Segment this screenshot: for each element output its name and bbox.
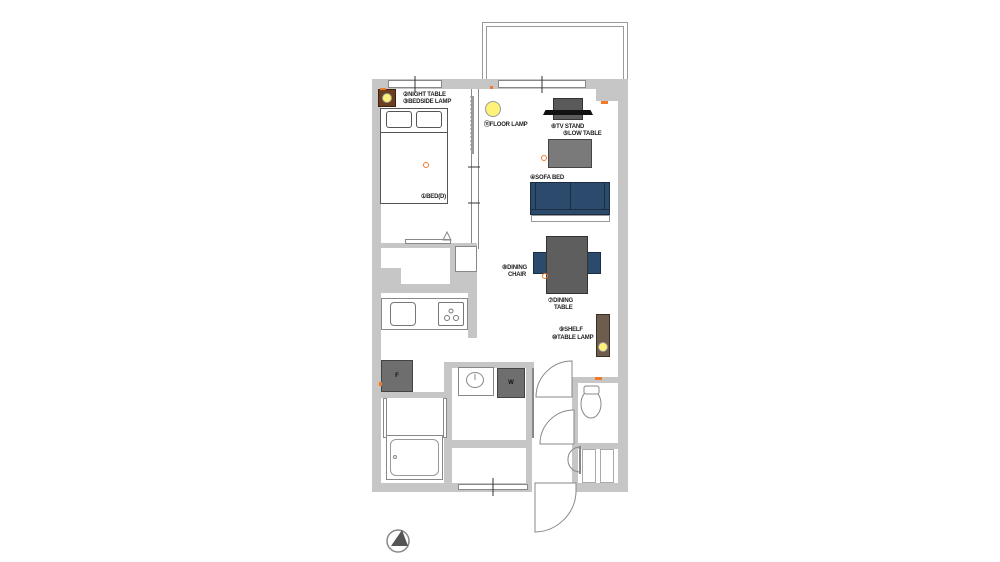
balcony-inner (486, 26, 624, 80)
wall-right (618, 79, 628, 492)
balcony (482, 22, 628, 80)
wash-basin (466, 372, 484, 388)
pillow-right (416, 111, 442, 128)
fridge: F (381, 360, 413, 392)
closet-door (405, 239, 451, 244)
bedside-lamp (382, 93, 392, 103)
label-bedside-lamp: ③BEDSIDE LAMP (403, 99, 452, 105)
tv (543, 110, 593, 115)
north-arrow-icon (387, 530, 409, 552)
wall-wash-bottom (452, 440, 532, 448)
outlet-fridge (379, 382, 382, 386)
outlet-bedroom (380, 88, 386, 90)
label-floor-lamp: ⑪FLOOR LAMP (484, 122, 528, 128)
fridge-label: F (395, 373, 399, 379)
wall-kitchen-top (372, 284, 477, 293)
bed-outlet-marker (423, 162, 429, 168)
label-night-table: ②NIGHT TABLE (403, 92, 446, 98)
floor-lamp (485, 101, 501, 117)
outlet-living (490, 86, 493, 89)
low-table-outlet-marker (541, 155, 547, 161)
bath-door (443, 398, 447, 438)
kitchen-right-wall (468, 293, 477, 338)
sofa-cushion-divider (570, 182, 571, 209)
wall-toilet-left (572, 377, 578, 492)
wall-bottom-left (372, 483, 532, 492)
wall-closet-top (372, 243, 477, 248)
bath-entry (383, 398, 387, 438)
kitchen-counter (381, 298, 468, 330)
label-table-lamp: ⑩TABLE LAMP (552, 335, 594, 341)
washer: W (497, 368, 525, 398)
wall-partition (471, 89, 479, 249)
dining-outlet-marker (542, 273, 548, 279)
cabinet-box (455, 246, 477, 272)
label-tv-stand: ⑥TV STAND (551, 124, 585, 130)
label-dining-chair-1: ⑧DINING (502, 265, 527, 271)
wall-bath-right (444, 362, 452, 492)
kitchen-sink (390, 302, 416, 326)
sofa-arm-left (535, 182, 536, 209)
sofa-seat-line (530, 209, 610, 210)
wall-toilet-top (572, 377, 618, 383)
dining-table (546, 236, 588, 294)
pillow-left (386, 111, 412, 128)
label-dining-chair-2: CHAIR (508, 272, 526, 278)
label-sofa-bed: ④SOFA BED (530, 175, 565, 181)
stove (438, 302, 464, 326)
sofa-arm-right (604, 182, 605, 209)
wall-closet-block (372, 243, 381, 293)
sofa-extension (531, 215, 610, 222)
wall-bottom-right (576, 483, 628, 492)
label-shelf: ⑨SHELF (559, 327, 583, 333)
toilet-cabinet-2 (600, 449, 614, 483)
label-dining-table-2: TABLE (554, 305, 573, 311)
toilet-cabinet-1 (582, 449, 596, 483)
label-dining-table-1: ⑦DINING (548, 298, 573, 304)
outlet-living-right (601, 101, 608, 104)
bathtub-inner (390, 439, 439, 476)
wall-wash-top (444, 362, 534, 368)
label-bed: ①BED(D) (421, 194, 446, 200)
sliding-door (471, 96, 474, 154)
wall-toilet-bottom (572, 443, 618, 449)
outlet-toilet (595, 377, 602, 380)
table-lamp (598, 342, 608, 352)
bed-blanket-line (380, 132, 448, 133)
washer-label: W (508, 380, 514, 386)
wall-wash-right (526, 362, 532, 492)
label-low-table: ⑤LOW TABLE (563, 131, 602, 137)
low-table (548, 139, 592, 168)
wall-bath-top (372, 392, 450, 398)
